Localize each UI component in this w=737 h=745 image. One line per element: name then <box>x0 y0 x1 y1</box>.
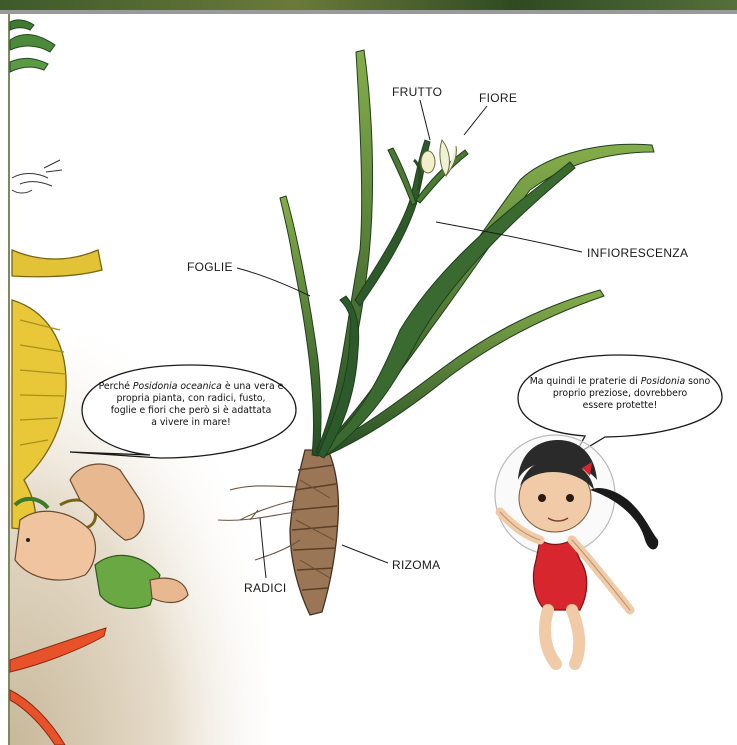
label-radici: RADICI <box>244 581 286 595</box>
label-frutto: FRUTTO <box>392 85 442 99</box>
label-foglie: FOGLIE <box>187 260 233 274</box>
edge-leaves <box>10 20 55 72</box>
speech-text-left: Perché Posidonia oceanica è una vera e p… <box>96 381 286 429</box>
label-fiore: FIORE <box>479 91 517 105</box>
label-infiorescenza: INFIORESCENZA <box>587 246 688 260</box>
shrimp-sketch <box>12 160 62 193</box>
rhizome <box>290 450 338 615</box>
girl-character <box>495 435 658 664</box>
label-rizoma: RIZOMA <box>392 558 440 572</box>
speech-text-right: Ma quindi le praterie di Posidonia sono … <box>522 376 718 412</box>
fruit-shape <box>421 151 435 173</box>
